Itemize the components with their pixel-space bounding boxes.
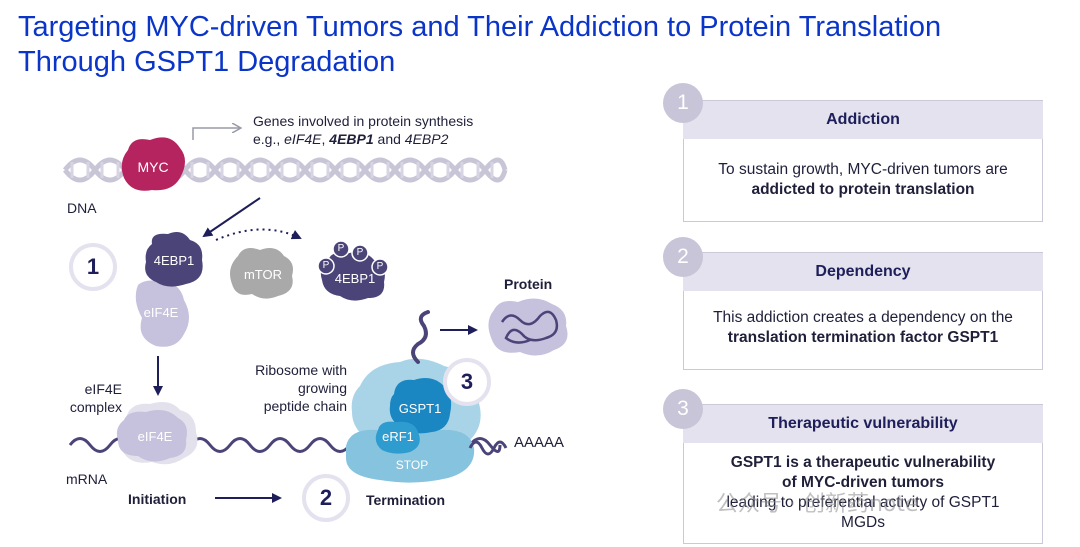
page-title: Targeting MYC-driven Tumors and Their Ad… — [18, 10, 1068, 80]
genes-label: Genes involved in protein synthesis e.g.… — [253, 112, 473, 148]
eif4e-complex-label: eIF4E complex — [69, 381, 122, 415]
erf1-label: eRF1 — [382, 429, 414, 444]
step-2-circle — [302, 474, 350, 522]
gene-eif4e: eIF4E — [284, 131, 322, 147]
4ebp1-protein — [145, 232, 203, 287]
panel-2-heading: Dependency — [683, 253, 1043, 291]
dna-rungs — [70, 162, 494, 178]
title-line-2: Through GSPT1 Degradation — [18, 46, 396, 78]
phosphate-label-1: P — [322, 260, 330, 271]
panel-1-number: 1 — [663, 83, 703, 123]
watermark: 公众号 · 创新药note — [716, 492, 919, 517]
eif4e-complex-inner-label: eIF4E — [137, 429, 173, 444]
step-1-circle — [69, 243, 117, 291]
gspt1-protein — [389, 378, 452, 434]
initiation-label: Initiation — [128, 491, 187, 507]
erf1-protein — [375, 421, 420, 454]
ribosome-label: Ribosome with growing peptide chain — [255, 362, 347, 414]
phosphate-label-4: P — [376, 261, 384, 272]
dna-label: DNA — [67, 200, 97, 216]
gspt1-label: GSPT1 — [398, 401, 442, 416]
panel-3-heading: Therapeutic vulnerability — [683, 405, 1043, 443]
genes-label-line2: e.g., eIF4E, 4EBP1 and 4EBP2 — [253, 131, 449, 147]
stop-label: STOP — [395, 458, 429, 472]
myc-to-genes-arrow — [192, 128, 240, 140]
panel-2-number: 2 — [663, 237, 703, 277]
phosphate-3 — [351, 244, 369, 262]
panel-2-text: This addiction creates a dependency on t… — [713, 309, 1013, 346]
4ebp1-phospho-label: 4EBP1 — [334, 271, 376, 286]
step-3-circle — [443, 358, 491, 406]
mrna-tail — [468, 440, 508, 456]
panel-1-heading: Addiction — [683, 101, 1043, 139]
gene-4ebp1: 4EBP1 — [329, 131, 374, 147]
phosphate-4 — [371, 258, 389, 276]
protein-label: Protein — [504, 276, 553, 292]
panel-3-number: 3 — [663, 389, 703, 429]
folded-protein-chain — [500, 310, 559, 344]
step-3-number: 3 — [460, 369, 474, 394]
panel-1-text: To sustain growth, MYC-driven tumors are… — [718, 161, 1008, 198]
phosphate-1 — [317, 257, 335, 275]
eif4e-protein — [135, 280, 189, 347]
termination-label: Termination — [366, 492, 446, 508]
polya-label: AAAAA — [514, 434, 565, 451]
mtor-label: mTOR — [243, 267, 283, 282]
peptide-chain — [411, 310, 430, 364]
panel-3-text: GSPT1 is a therapeutic vulnerability of … — [726, 454, 1000, 531]
phosphorylation-arrow — [215, 228, 302, 241]
myc-label: MYC — [137, 159, 169, 175]
title-line-1: Targeting MYC-driven Tumors and Their Ad… — [18, 11, 942, 43]
dna-to-4ebp1-arrow — [202, 197, 261, 238]
myc-protein — [121, 137, 185, 191]
4ebp1-phospho-protein — [320, 252, 385, 301]
phosphate-2 — [332, 240, 350, 258]
step-2-number: 2 — [319, 485, 333, 510]
step-1-number: 1 — [86, 254, 100, 279]
phosphate-label-3: P — [356, 247, 364, 258]
mtor-protein — [230, 248, 293, 299]
gene-4ebp2: 4EBP2 — [404, 131, 449, 147]
eif4e-label: eIF4E — [143, 305, 179, 320]
eif4e-complex — [116, 410, 187, 462]
phosphate-groups — [317, 240, 389, 276]
phosphate-label-2: P — [337, 243, 345, 254]
mrna-label: mRNA — [66, 471, 108, 487]
4ebp1-label: 4EBP1 — [153, 253, 195, 268]
genes-label-line1: Genes involved in protein synthesis — [253, 113, 474, 129]
